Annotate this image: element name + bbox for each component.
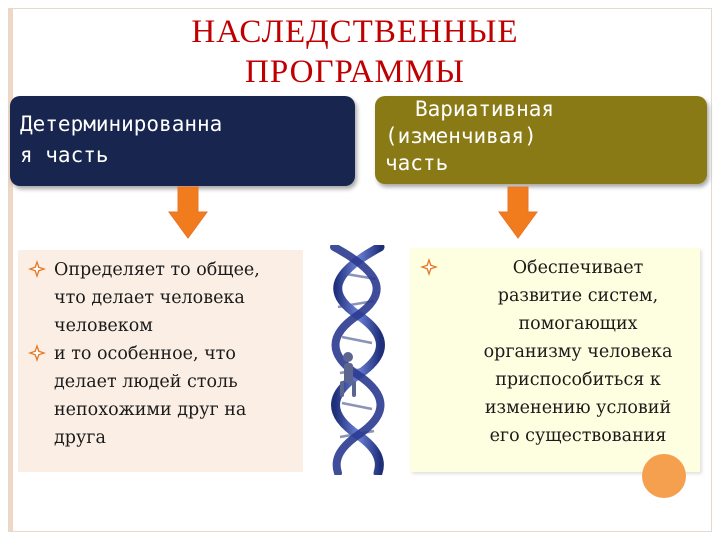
- determined-part-label-line-2: я часть: [20, 143, 109, 167]
- list-item: и то особенное, что делает людей столь н…: [28, 340, 295, 452]
- determined-part-label-line-1: Детерминированна: [20, 112, 223, 136]
- list-item-line: Определяет то общее,: [54, 260, 260, 280]
- list-item-line: развитие систем,: [497, 286, 659, 306]
- decorative-circle: [642, 454, 686, 498]
- determined-part-description: Определяет то общее, что делает человека…: [18, 250, 303, 472]
- list-item-line: человеком: [54, 316, 153, 336]
- list-item-line: делает людей столь: [54, 372, 238, 392]
- list-item-line: непохожими друг на: [54, 400, 247, 420]
- star-bullet-icon: [420, 258, 438, 276]
- list-item-line: изменению условий: [484, 398, 672, 418]
- variable-part-description: Обеспечивает развитие систем, помогающих…: [410, 248, 700, 472]
- down-arrow-icon: [168, 186, 208, 239]
- list-item-line: приспособиться к: [495, 370, 661, 390]
- star-bullet-icon: [28, 260, 46, 278]
- dna-helix-image: [330, 245, 385, 475]
- list-item-line: помогающих: [518, 314, 638, 334]
- list-item-line: и то особенное, что: [54, 344, 236, 364]
- down-arrow-icon: [498, 186, 538, 239]
- list-item: Определяет то общее, что делает человека…: [28, 256, 295, 340]
- list-item-line: друга: [54, 428, 106, 448]
- list-item-line: что делает человека: [54, 288, 245, 308]
- variable-part-label-line-1: Вариативная: [415, 97, 555, 121]
- variable-part-box: Вариативная (изменчивая) часть: [375, 96, 707, 184]
- list-item: Обеспечивает развитие систем, помогающих…: [420, 254, 692, 450]
- list-item-line: организму человека: [483, 342, 673, 362]
- list-item-line: Обеспечивает: [512, 258, 644, 278]
- slide-title: НАСЛЕДСТВЕННЫЕ ПРОГРАММЫ: [95, 12, 615, 92]
- slide-title-line-1: НАСЛЕДСТВЕННЫЕ: [191, 14, 519, 50]
- frame-left-rail: [9, 9, 13, 531]
- variable-part-label-line-2: (изменчивая): [385, 124, 537, 148]
- determined-part-box: Детерминированна я часть: [10, 96, 355, 186]
- variable-part-label-line-3: часть: [385, 151, 449, 175]
- slide-title-line-2: ПРОГРАММЫ: [245, 54, 465, 90]
- list-item-line: его существования: [489, 426, 667, 446]
- star-bullet-icon: [28, 344, 46, 362]
